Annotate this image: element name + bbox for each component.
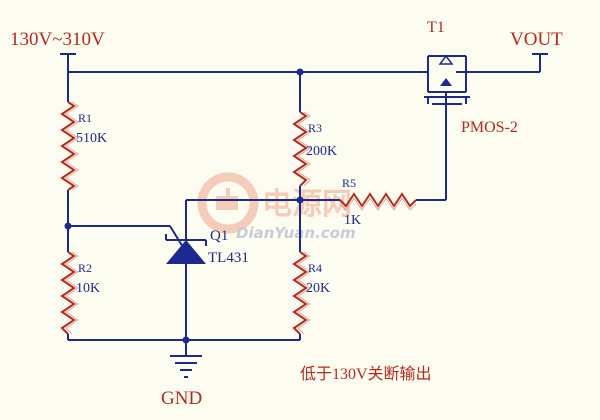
q1-ref: Q1	[210, 228, 228, 244]
r5-value: 1K	[344, 213, 361, 228]
r4-value: 20K	[306, 281, 330, 296]
ground-label: GND	[161, 388, 202, 409]
shutdown-note: 低于130V关断输出	[300, 365, 432, 383]
r2-ref: R2	[78, 261, 92, 275]
r2-value: 10K	[76, 281, 100, 296]
q1-value: TL431	[208, 250, 249, 266]
watermark: 电源网 DianYuan.com	[197, 172, 356, 242]
r4-ref: R4	[308, 261, 322, 275]
r3-value: 200K	[306, 144, 337, 159]
r1-value: 510K	[76, 131, 107, 146]
shunt-regulator-q1	[165, 200, 207, 340]
ground-icon	[170, 355, 202, 378]
t1-ref: T1	[427, 19, 445, 36]
output-voltage-label: VOUT	[510, 29, 563, 50]
pmos-transistor-t1	[418, 54, 470, 105]
t1-value: PMOS-2	[461, 119, 518, 136]
r3-ref: R3	[308, 121, 322, 135]
resistor-r2	[60, 251, 76, 335]
resistor-r5	[339, 192, 417, 208]
resistor-r1	[60, 101, 76, 191]
plug-logo-icon	[197, 172, 259, 234]
resistor-r3	[292, 111, 308, 187]
resistor-r4	[292, 251, 308, 335]
r5-ref: R5	[342, 176, 356, 190]
r1-ref: R1	[78, 111, 92, 125]
watermark-url-text: DianYuan.com	[236, 224, 356, 242]
input-voltage-label: 130V~310V	[10, 29, 105, 50]
watermark-cn-text: 电源网	[262, 187, 352, 222]
